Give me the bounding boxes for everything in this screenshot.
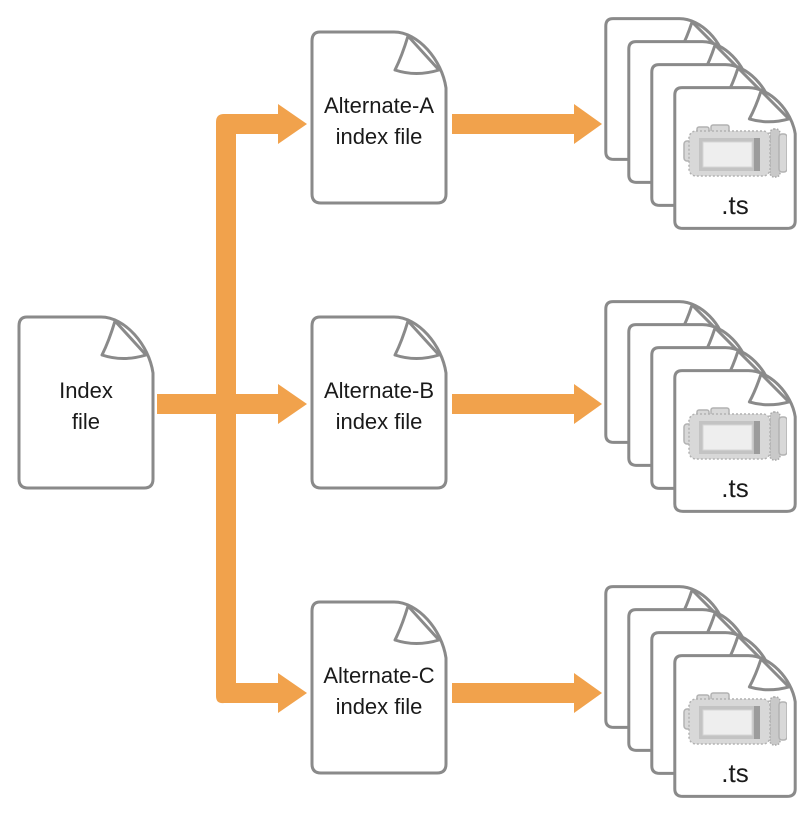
arrow-alternate-a-to-segments xyxy=(452,104,602,144)
segment-stack-c: .ts xyxy=(604,585,797,798)
ts-segment-file: .ts xyxy=(673,86,797,230)
arrow-alternate-b-to-segments xyxy=(452,384,602,424)
page-icon xyxy=(310,600,448,775)
ts-segment-file: .ts xyxy=(673,654,797,798)
segment-stack-b: .ts xyxy=(604,300,797,513)
camcorder-icon xyxy=(683,124,787,178)
page-icon xyxy=(17,315,155,490)
camcorder-icon xyxy=(683,407,787,461)
alternate-c-node: Alternate-C index file xyxy=(310,600,448,775)
arrow-trunk-to-alternates-a-c xyxy=(216,104,307,713)
ts-extension-label: .ts xyxy=(721,472,749,503)
camcorder-icon xyxy=(683,692,787,746)
alternate-b-node: Alternate-B index file xyxy=(310,315,448,490)
alternate-a-label: Alternate-A index file xyxy=(323,92,435,149)
segment-stack-a: .ts xyxy=(604,17,797,230)
page-icon xyxy=(310,315,448,490)
arrow-alternate-c-to-segments xyxy=(452,673,602,713)
ts-segment-file: .ts xyxy=(673,369,797,513)
ts-extension-label: .ts xyxy=(721,189,749,220)
alternate-c-label: Alternate-C index file xyxy=(323,662,435,719)
index-file-label: Index file xyxy=(59,377,113,434)
index-file-node: Index file xyxy=(17,315,155,490)
alternate-b-label: Alternate-B index file xyxy=(323,377,435,434)
alternate-a-node: Alternate-A index file xyxy=(310,30,448,205)
page-icon xyxy=(310,30,448,205)
ts-extension-label: .ts xyxy=(721,757,749,788)
